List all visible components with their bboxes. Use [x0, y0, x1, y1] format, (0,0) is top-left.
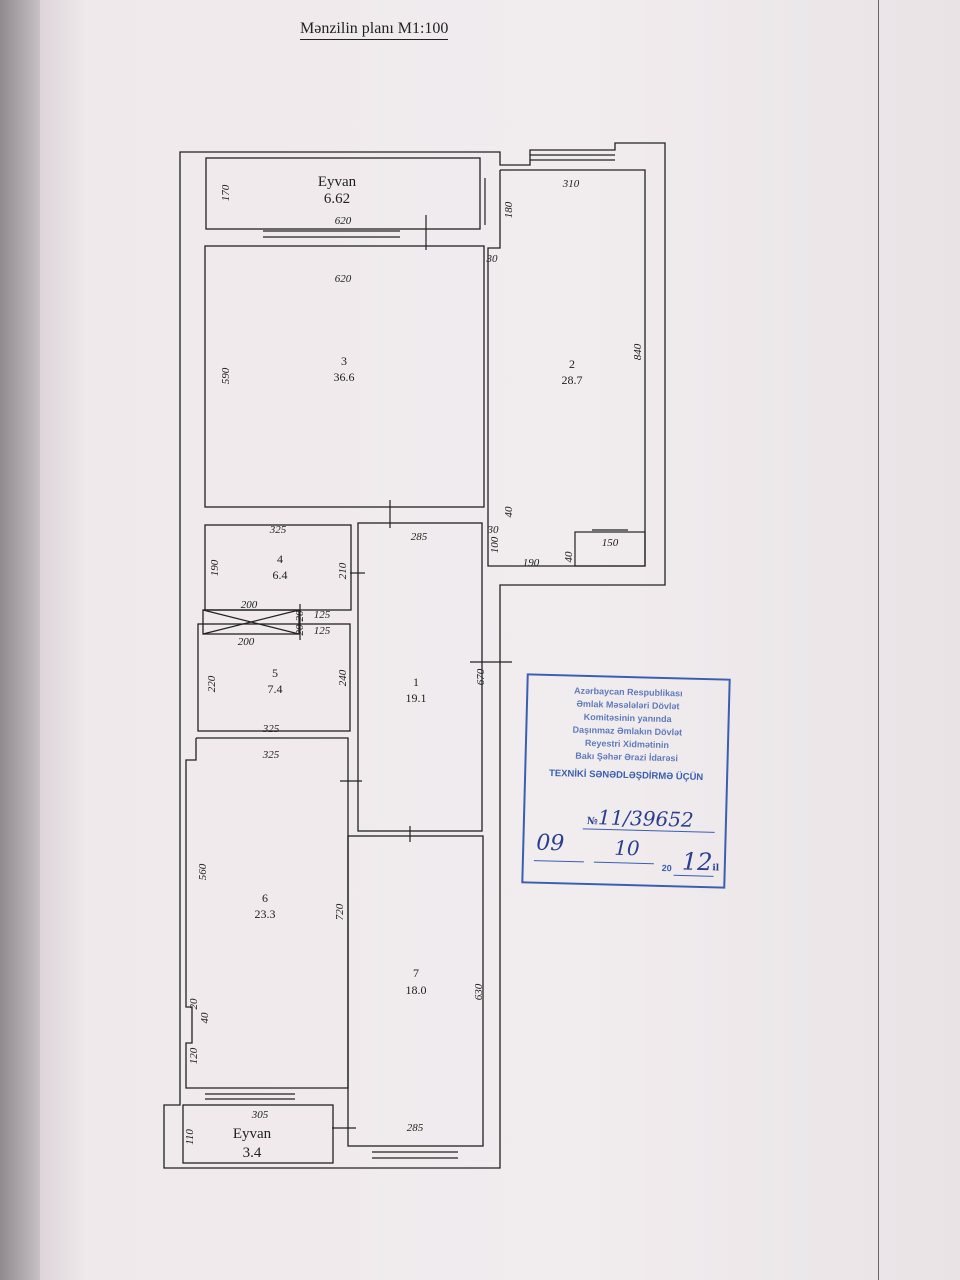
- dim-room4-side: 210: [337, 562, 349, 579]
- balcony-bottom-area: 3.4: [243, 1145, 262, 1161]
- registry-stamp: Azərbaycan Respublikası Əmlak Məsələləri…: [521, 673, 731, 889]
- dim-corner-40a: 40: [503, 506, 515, 518]
- dim-room6-depth: 560: [197, 863, 209, 880]
- dim-corner-100: 100: [489, 536, 501, 553]
- stamp-day-underline: [533, 860, 584, 863]
- balcony-top-name: Eyvan: [318, 174, 357, 190]
- dim-room5-width: 325: [262, 723, 280, 735]
- room-1-outline: [357, 522, 483, 832]
- room-2-number: 2: [569, 357, 575, 371]
- dim-room6-notch-40: 40: [199, 1012, 211, 1024]
- dim-room4-depth: 190: [209, 559, 221, 576]
- stamp-number-underline: [582, 828, 715, 833]
- dim-closet-20b: 20: [294, 624, 306, 636]
- dim-balcony-top-width: 620: [335, 215, 352, 227]
- room-5-number: 5: [272, 666, 278, 680]
- room-4-area: 6.4: [273, 568, 288, 582]
- dim-room7-width: 285: [407, 1122, 424, 1134]
- dim-room6-side: 720: [334, 903, 346, 920]
- dim-balcony-bottom-width: 305: [251, 1109, 269, 1121]
- dim-room4-width: 325: [269, 524, 287, 536]
- dim-closet-125a: 125: [314, 609, 331, 621]
- room-3-outline: [204, 245, 485, 508]
- dim-room2-width: 310: [562, 178, 580, 190]
- dim-closet-20: 20: [294, 610, 306, 622]
- room-3-number: 3: [341, 354, 347, 368]
- stamp-underlines: [533, 828, 715, 877]
- dim-closet-width-b: 200: [238, 636, 255, 648]
- dim-room5-depth: 220: [206, 675, 218, 692]
- room-6-area: 23.3: [255, 907, 276, 921]
- dim-room6-notch-120: 120: [188, 1047, 200, 1064]
- dim-balcony-bottom-depth: 110: [184, 1129, 196, 1145]
- room-2-outline: [487, 169, 646, 567]
- dim-closet-125b: 125: [314, 625, 331, 637]
- wall-outlines: [163, 142, 666, 1169]
- room2-niche: [574, 531, 646, 567]
- dim-room2-bottom-150: 150: [602, 537, 619, 549]
- dim-room6-width: 325: [262, 749, 280, 761]
- room-3-area: 36.6: [334, 370, 355, 384]
- balcony-top-outline: [205, 157, 481, 230]
- dim-hall-width: 285: [411, 531, 428, 543]
- dim-room3-width: 620: [335, 273, 352, 285]
- room-5-outline: [197, 623, 351, 732]
- dim-hall-depth: 670: [475, 668, 487, 685]
- dim-room7-depth: 630: [473, 983, 485, 1000]
- plan-title: Mənzilin planı M1:100: [300, 20, 449, 40]
- room-2-area: 28.7: [562, 373, 583, 387]
- dim-room2-depth: 840: [632, 343, 644, 360]
- closet-cross-b: [202, 609, 300, 635]
- dim-room5-side: 240: [337, 669, 349, 686]
- outer-wall: [163, 142, 666, 1169]
- balcony-bottom-outline: [182, 1104, 334, 1164]
- dim-room3-depth: 590: [220, 367, 232, 384]
- room-5-area: 7.4: [268, 682, 283, 696]
- dim-corner-30b: 30: [487, 524, 500, 536]
- dim-room2-bottom-40: 40: [563, 551, 575, 563]
- balcony-top-area: 6.62: [324, 191, 350, 207]
- balcony-bottom-name: Eyvan: [233, 1126, 272, 1142]
- room-7-outline: [347, 835, 484, 1147]
- room-6-number: 6: [262, 891, 268, 905]
- margin-line: [878, 0, 879, 1280]
- room-1-area: 19.1: [406, 691, 427, 705]
- stamp-month-underline: [593, 861, 654, 865]
- dim-room2-bottom-190: 190: [523, 557, 540, 569]
- stamp-year-underline: [673, 874, 714, 877]
- paper-sheet: [30, 0, 960, 1280]
- room-7-area: 18.0: [406, 983, 427, 997]
- dim-closet-width-a: 200: [241, 599, 258, 611]
- room-7-number: 7: [413, 966, 419, 980]
- dim-balcony-top-depth: 170: [220, 184, 232, 201]
- dim-corner-30a: 30: [486, 253, 499, 265]
- dim-corner-180: 180: [503, 201, 515, 218]
- windows-and-doors: [205, 154, 646, 1159]
- page-fold-shadow: [0, 0, 40, 1280]
- dim-room6-notch-20: 20: [188, 998, 200, 1010]
- room-1-number: 1: [413, 675, 419, 689]
- closet-outline: [202, 609, 300, 635]
- room-4-number: 4: [277, 552, 283, 566]
